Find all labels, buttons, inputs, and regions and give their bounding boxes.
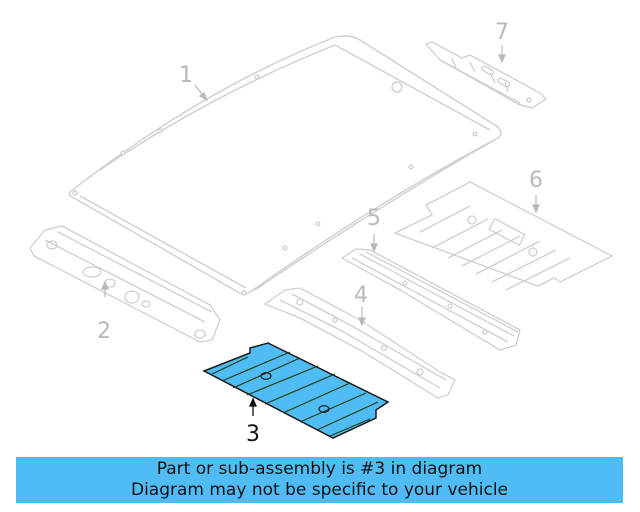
banner-line-disclaimer: Diagram may not be specific to your vehi… <box>130 480 508 500</box>
part-1-roof-panel[interactable] <box>68 35 502 296</box>
callout-4[interactable]: 4 <box>354 283 368 308</box>
part-5-roof-bow[interactable] <box>340 248 521 351</box>
part-7-rear-rail[interactable] <box>424 41 548 109</box>
part-2-front-rail[interactable] <box>29 225 221 343</box>
leader-arrows <box>101 45 540 327</box>
callout-2[interactable]: 2 <box>97 319 111 344</box>
part-4-roof-bow[interactable] <box>263 287 456 399</box>
part-3-reinforcement-highlighted[interactable] <box>202 342 390 439</box>
leader-arrow-3 <box>249 397 257 416</box>
callout-3[interactable]: 3 <box>246 422 260 447</box>
callout-7[interactable]: 7 <box>495 20 509 45</box>
info-banner: Part or sub-assembly is #3 in diagram Di… <box>16 457 623 503</box>
callout-6[interactable]: 6 <box>529 168 543 193</box>
callout-5[interactable]: 5 <box>367 206 381 231</box>
callout-1[interactable]: 1 <box>179 63 193 88</box>
part-6-reinforcement[interactable] <box>393 181 614 291</box>
banner-line-part-number: Part or sub-assembly is #3 in diagram <box>156 459 483 479</box>
